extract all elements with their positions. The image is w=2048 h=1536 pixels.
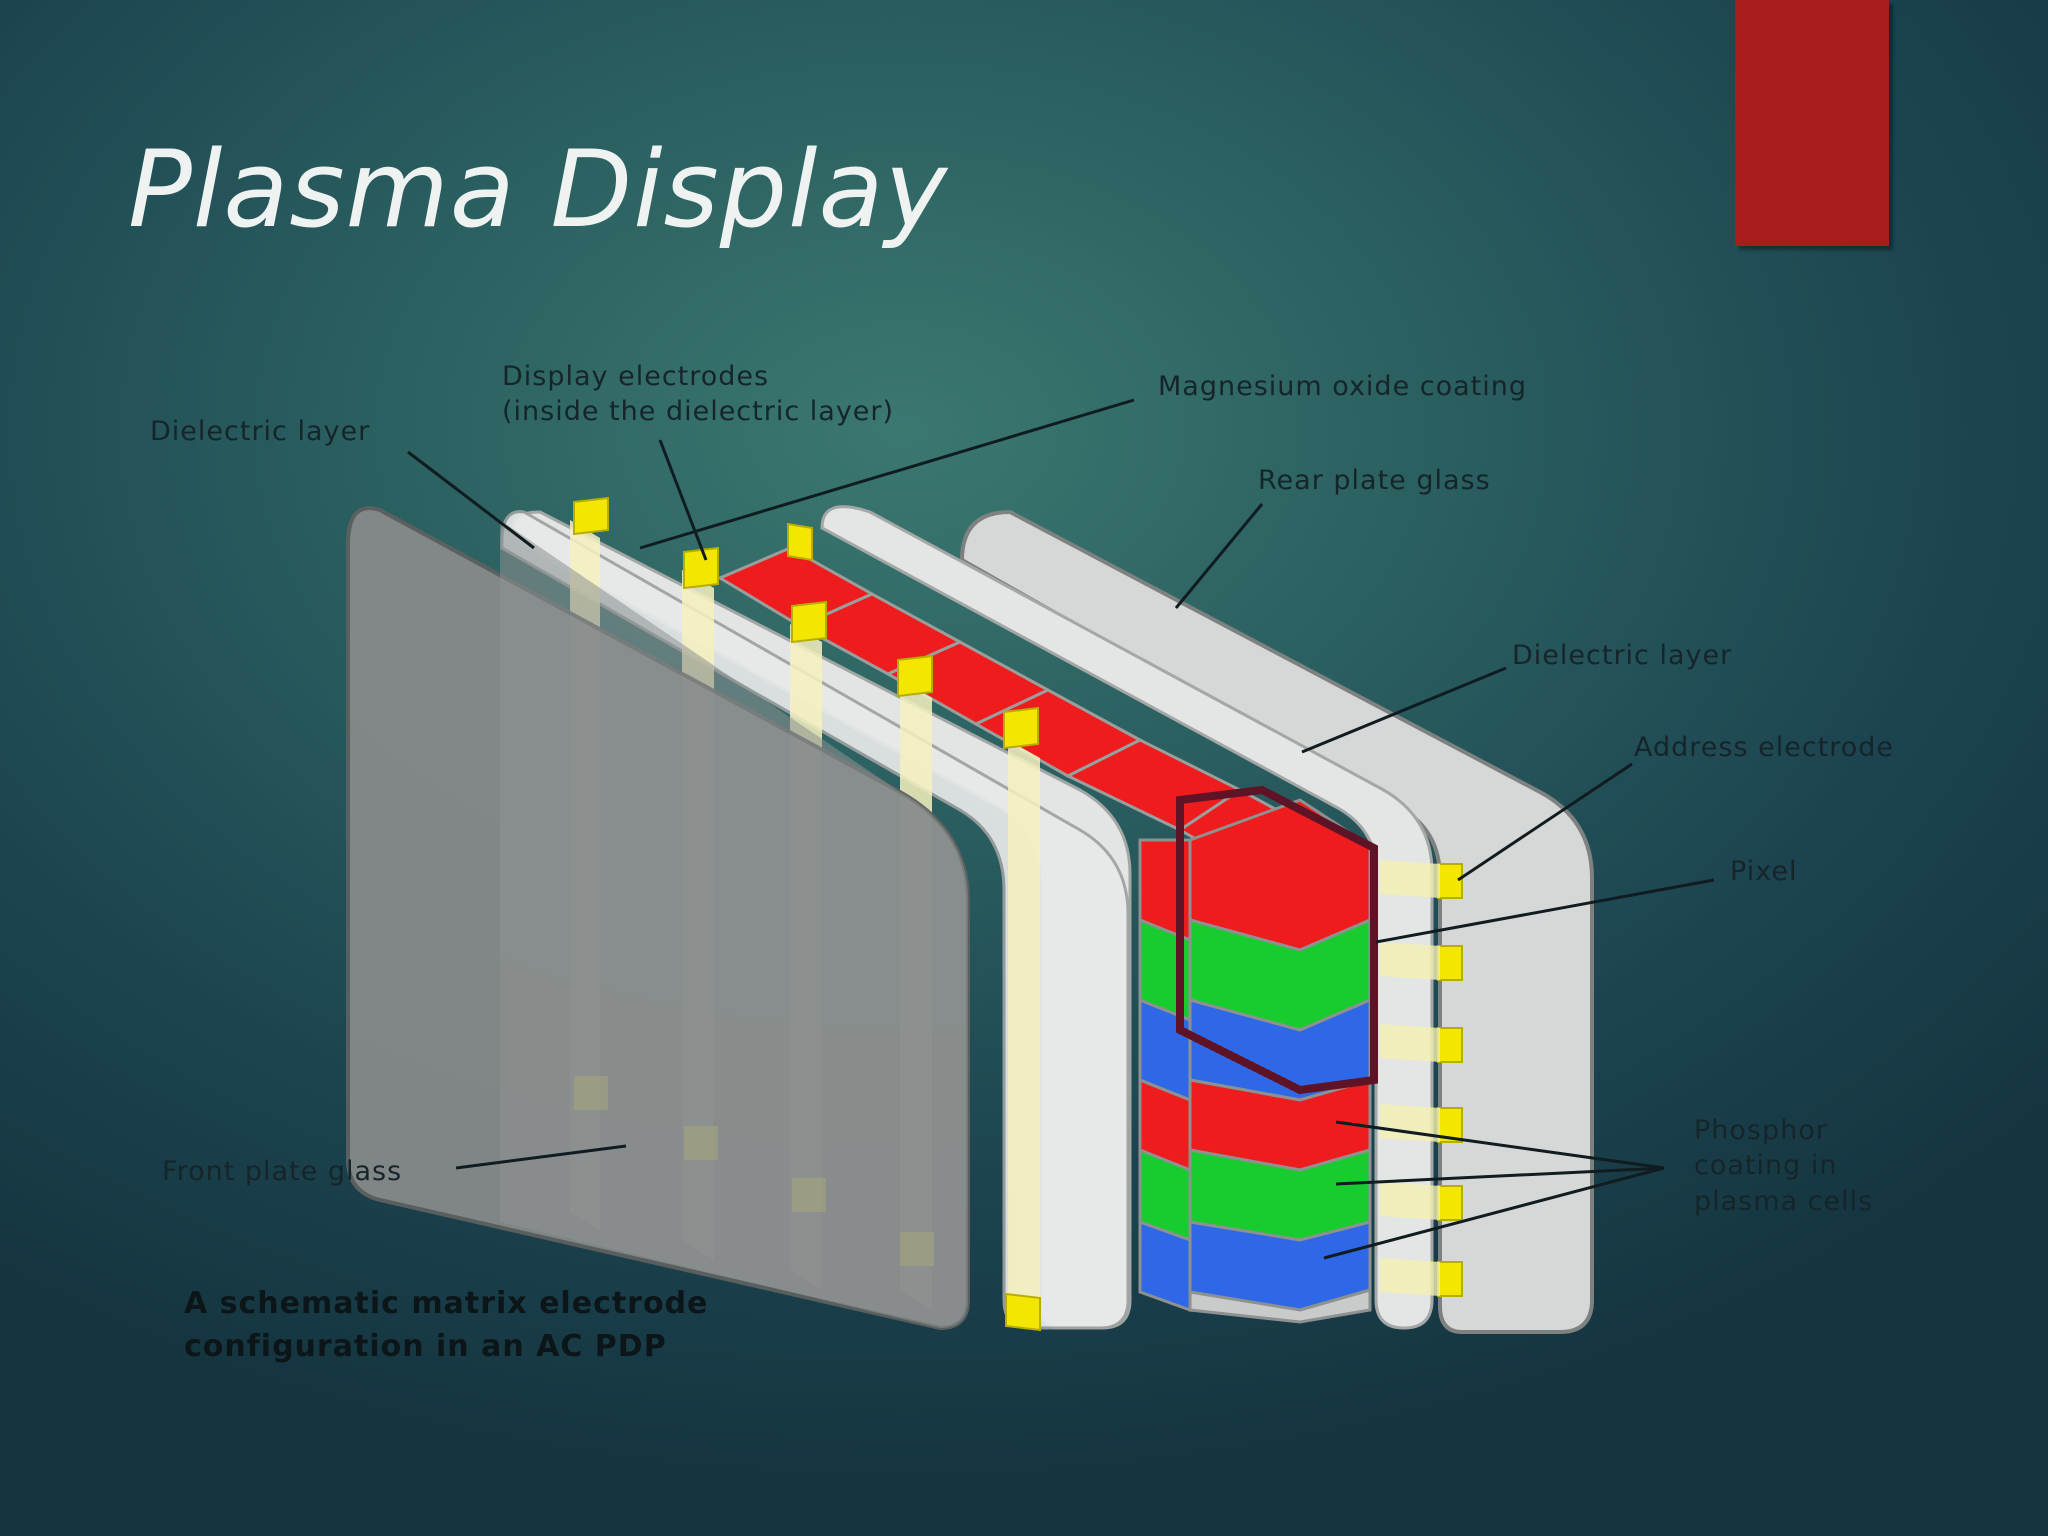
address-electrode-strips: [1380, 860, 1440, 1296]
label-phosphor-3: plasma cells: [1694, 1186, 1873, 1217]
label-front-plate-glass: Front plate glass: [162, 1156, 402, 1187]
phosphor-cells: [1138, 798, 1372, 1324]
label-phosphor-2: coating in: [1694, 1150, 1837, 1181]
label-dielectric-layer-front: Dielectric layer: [150, 416, 370, 447]
label-address-electrode: Address electrode: [1634, 732, 1894, 763]
diagram-caption-line-2: configuration in an AC PDP: [184, 1329, 667, 1364]
front-plate-glass-overlay: [500, 520, 968, 1328]
leader-lines: [407, 398, 1715, 1260]
rear-plate-glass: [959, 509, 1594, 1334]
label-rear-plate-glass: Rear plate glass: [1258, 465, 1491, 496]
label-phosphor-1: Phosphor: [1694, 1115, 1828, 1146]
label-magnesium-oxide: Magnesium oxide coating: [1158, 371, 1527, 402]
label-dielectric-layer-rear: Dielectric layer: [1512, 640, 1732, 671]
pixel-outline: [1176, 785, 1378, 1095]
slide-title: Plasma Display: [128, 128, 949, 251]
label-display-electrodes: Display electrodes: [502, 361, 769, 392]
rear-dielectric-layer: [820, 505, 1434, 1330]
electrode-shadows: [574, 1076, 934, 1266]
label-display-electrodes-note: (inside the dielectric layer): [502, 396, 894, 427]
diagram-caption-line-1: A schematic matrix electrode: [184, 1286, 708, 1321]
display-electrode-tabs: [573, 496, 1041, 1332]
label-pixel: Pixel: [1730, 856, 1797, 887]
address-electrodes: [1437, 863, 1463, 1297]
accent-bar: [1735, 0, 1889, 246]
